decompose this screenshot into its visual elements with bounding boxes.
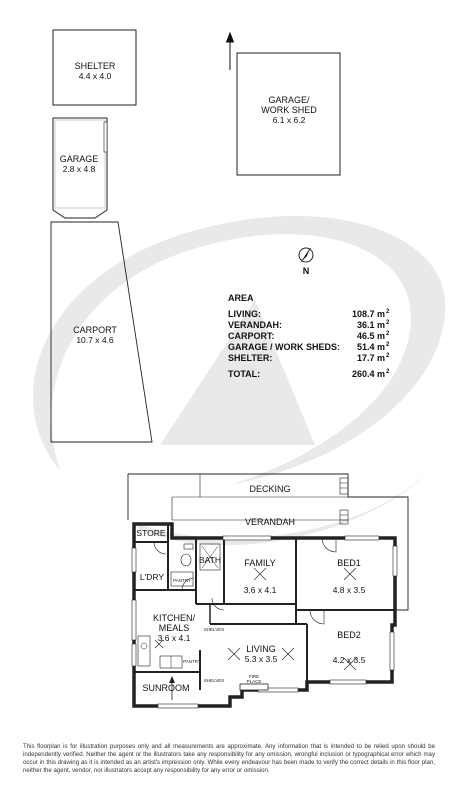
area-value-living: 108.7 m [352, 309, 385, 319]
carport-label: CARPORT [73, 325, 117, 335]
compass-icon: N [298, 247, 314, 276]
area-value-garage-sheds: 51.4 m [357, 342, 385, 352]
direction-arrow-icon [225, 31, 235, 70]
bed2-label: BED2 [337, 630, 361, 640]
area-label-living: LIVING: [228, 309, 261, 319]
laundry-label: L'DRY [140, 572, 164, 582]
house-labels: DECKING VERANDAH STORE BATH L'DRY PANTRY… [136, 484, 365, 693]
work-shed-label-line1: GARAGE/ [268, 95, 310, 105]
kitchen-label-line2: MEALS [159, 623, 190, 633]
work-shed-size: 6.1 x 6.2 [273, 115, 306, 125]
garage-work-shed-building: GARAGE/ WORK SHED 6.1 x 6.2 [236, 52, 341, 176]
garage-building: GARAGE 2.8 x 4.8 [52, 117, 108, 219]
pantry-upper-label: PANTRY [173, 578, 191, 583]
verandah-label: VERANDAH [245, 517, 295, 527]
area-unit-carport: 2 [386, 331, 390, 337]
area-unit-verandah: 2 [386, 320, 390, 326]
area-unit-garage-sheds: 2 [386, 342, 390, 348]
carport-structure: CARPORT 10.7 x 4.6 [50, 221, 153, 443]
area-label-garage-sheds: GARAGE / WORK SHEDS: [228, 342, 340, 352]
shelter-building: SHELTER 4.4 x 4.0 [52, 29, 137, 106]
shelter-label: SHELTER [75, 61, 116, 71]
area-unit-total: 2 [386, 369, 390, 375]
garage-size: 2.8 x 4.8 [63, 164, 96, 174]
living-label: LIVING [246, 644, 276, 654]
bed1-size: 4.8 x 3.5 [333, 585, 366, 595]
area-label-carport: CARPORT: [228, 331, 275, 341]
house-plan [127, 473, 409, 709]
floor-plan: SHELTER 4.4 x 4.0 GARAGE 2.8 x 4.8 CARPO… [33, 29, 446, 709]
work-shed-label-line2: WORK SHED [261, 105, 317, 115]
carport-size: 10.7 x 4.6 [76, 335, 114, 345]
kitchen-size: 3.6 x 4.1 [158, 633, 191, 643]
area-title: AREA [228, 293, 254, 303]
area-label-total: TOTAL: [228, 369, 260, 379]
shelves-upper-label: SHELVES [204, 627, 224, 632]
disclaimer-text: This floorplan is for illustration purpo… [23, 743, 435, 774]
fireplace-label-line2: PLACE [247, 679, 262, 684]
sunroom-label: SUNROOM [143, 683, 190, 693]
area-value-shelter: 17.7 m [357, 353, 385, 363]
area-value-total: 260.4 m [352, 369, 385, 379]
fireplace-label-line1: FIRE [249, 674, 259, 679]
family-size: 3.6 x 4.1 [244, 585, 277, 595]
area-unit-shelter: 2 [386, 353, 390, 359]
watermark-logo [33, 215, 446, 546]
pantry-lower-label: PANTRY [183, 659, 201, 664]
living-size: 5.3 x 3.5 [245, 654, 278, 664]
garage-label: GARAGE [60, 154, 99, 164]
compass-north-label: N [303, 266, 310, 276]
shelter-size: 4.4 x 4.0 [79, 71, 112, 81]
bed2-size: 4.2 x 3.5 [333, 655, 366, 665]
area-value-carport: 46.5 m [357, 331, 385, 341]
area-label-verandah: VERANDAH: [228, 320, 282, 330]
family-label: FAMILY [244, 558, 275, 568]
bath-label: BATH [199, 555, 221, 565]
store-label: STORE [136, 528, 165, 538]
area-unit-living: 2 [386, 309, 390, 315]
kitchen-label-line1: KITCHEN/ [153, 613, 196, 623]
shelves-lower-label: SHELVES [204, 678, 224, 683]
bed1-label: BED1 [337, 558, 361, 568]
area-value-verandah: 36.1 m [357, 320, 385, 330]
area-label-shelter: SHELTER: [228, 353, 272, 363]
area-table: AREA LIVING: 108.7 m 2 VERANDAH: 36.1 m … [228, 293, 390, 379]
decking-label: DECKING [249, 484, 290, 494]
